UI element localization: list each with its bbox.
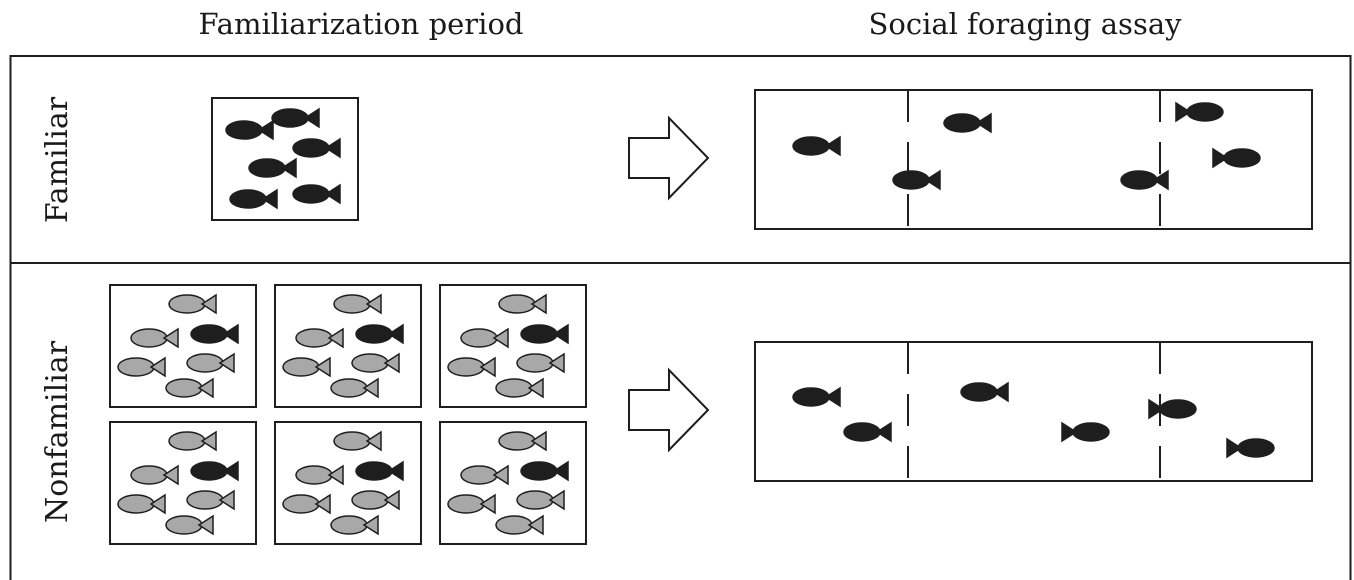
fish-icon xyxy=(190,461,239,481)
fish-icon xyxy=(282,494,331,514)
familiar-holding-tank xyxy=(211,97,359,221)
fish-icon xyxy=(516,353,565,373)
fish-icon xyxy=(460,328,509,348)
fish-icon xyxy=(447,494,496,514)
fish-icon xyxy=(460,465,509,485)
fish-icon xyxy=(271,108,320,128)
fish-icon xyxy=(190,324,239,344)
fish-icon xyxy=(165,378,214,398)
fish-icon xyxy=(333,431,382,451)
fish-icon xyxy=(292,184,341,204)
fish-icon xyxy=(351,490,400,510)
fish-icon xyxy=(516,490,565,510)
fish-icon xyxy=(248,158,297,178)
fish-icon xyxy=(495,378,544,398)
nonfamiliar-holding-tank xyxy=(109,284,257,408)
fish-icon xyxy=(1212,148,1261,168)
fish-icon xyxy=(960,382,1009,402)
fish-icon xyxy=(333,294,382,314)
fish-icon xyxy=(282,357,331,377)
fish-icon xyxy=(295,328,344,348)
fish-icon xyxy=(330,515,379,535)
familiar-assay-tank xyxy=(754,89,1313,230)
right-arrow-icon xyxy=(628,367,710,453)
fish-icon xyxy=(186,353,235,373)
fish-icon xyxy=(498,431,547,451)
fish-icon xyxy=(168,294,217,314)
fish-icon xyxy=(520,324,569,344)
outer-frame xyxy=(9,55,1352,580)
fish-icon xyxy=(1148,399,1197,419)
row-label-nonfamiliar: Nonfamiliar xyxy=(40,340,75,523)
column-title-familiarization: Familiarization period xyxy=(199,7,524,41)
fish-icon xyxy=(351,353,400,373)
fish-icon xyxy=(229,189,278,209)
fish-icon xyxy=(1226,438,1275,458)
nonfamiliar-holding-tank xyxy=(109,421,257,545)
fish-icon xyxy=(117,494,166,514)
fish-icon xyxy=(495,515,544,535)
fish-icon xyxy=(1175,102,1224,122)
fish-icon xyxy=(292,138,341,158)
fish-icon xyxy=(165,515,214,535)
fish-icon xyxy=(792,387,841,407)
fish-icon xyxy=(498,294,547,314)
fish-icon xyxy=(130,328,179,348)
right-arrow-icon xyxy=(628,115,710,201)
fish-icon xyxy=(295,465,344,485)
fish-icon xyxy=(1061,422,1110,442)
nonfamiliar-holding-tank xyxy=(274,284,422,408)
fish-icon xyxy=(520,461,569,481)
fish-icon xyxy=(843,422,892,442)
fish-icon xyxy=(792,136,841,156)
nonfamiliar-holding-tank xyxy=(274,421,422,545)
fish-icon xyxy=(130,465,179,485)
nonfamiliar-holding-tank xyxy=(439,284,587,408)
fish-icon xyxy=(943,113,992,133)
column-title-social-foraging: Social foraging assay xyxy=(869,7,1183,41)
fish-icon xyxy=(355,324,404,344)
row-label-familiar: Familiar xyxy=(40,96,75,223)
fish-icon xyxy=(186,490,235,510)
fish-icon xyxy=(117,357,166,377)
fish-icon xyxy=(447,357,496,377)
fish-icon xyxy=(225,120,274,140)
nonfamiliar-assay-tank xyxy=(754,341,1313,482)
nonfamiliar-holding-tank xyxy=(439,421,587,545)
fish-icon xyxy=(330,378,379,398)
fish-icon xyxy=(892,170,941,190)
fish-icon xyxy=(168,431,217,451)
fish-icon xyxy=(355,461,404,481)
